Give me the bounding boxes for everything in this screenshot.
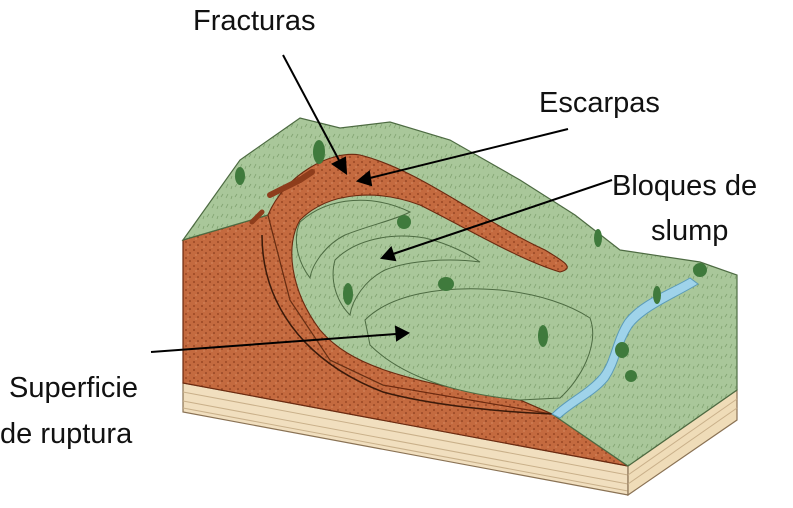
label-fracturas: Fracturas bbox=[193, 5, 315, 38]
label-superficie-line2: de ruptura bbox=[0, 418, 132, 451]
label-bloques-line2: slump bbox=[651, 215, 728, 248]
label-bloques-line1: Bloques de bbox=[612, 170, 757, 203]
label-superficie-line1: Superficie bbox=[9, 372, 138, 405]
label-escarpas: Escarpas bbox=[539, 87, 660, 120]
